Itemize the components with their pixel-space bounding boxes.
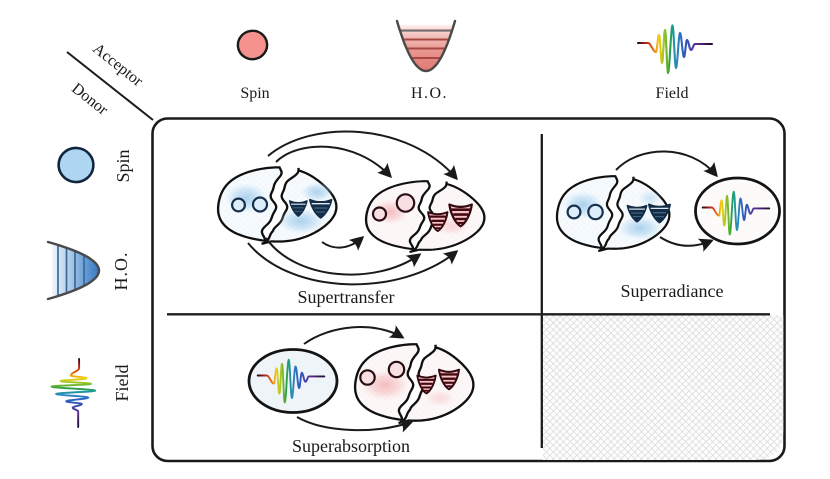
svg-text:H.O.: H.O. [111,252,131,291]
svg-text:Spin: Spin [240,85,269,102]
svg-text:Spin: Spin [113,149,133,182]
svg-text:Field: Field [112,364,132,401]
svg-text:Superabsorption: Superabsorption [292,436,410,456]
svg-text:Superradiance: Superradiance [621,281,724,301]
svg-text:Supertransfer: Supertransfer [298,287,395,307]
svg-text:Field: Field [656,85,689,102]
svg-text:H.O.: H.O. [411,85,448,102]
